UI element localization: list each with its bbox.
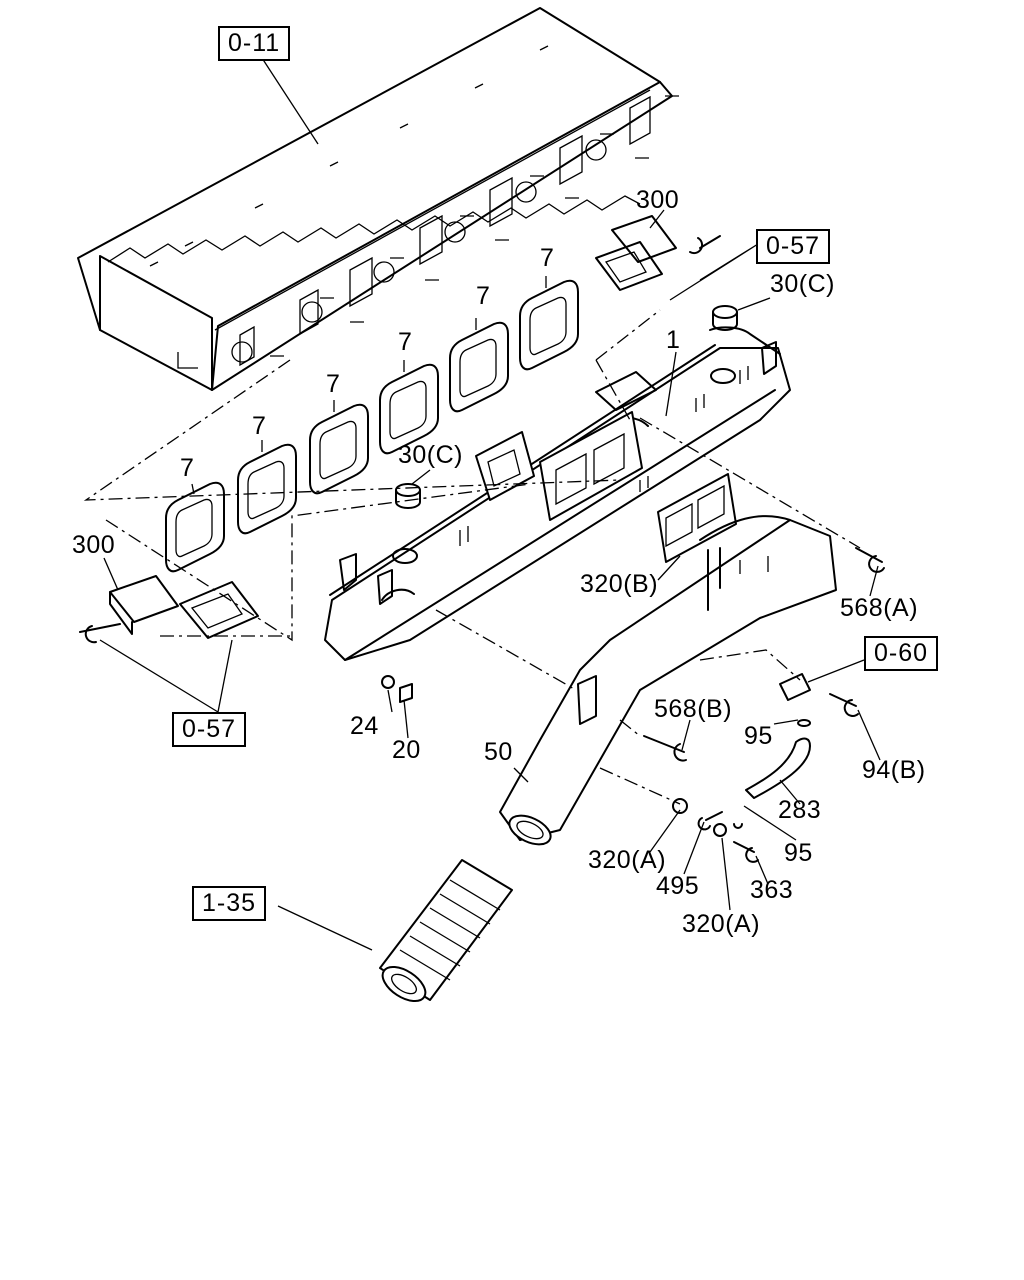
label-7: 7 xyxy=(476,282,491,310)
label-7: 7 xyxy=(398,328,413,356)
flex-bellows xyxy=(379,859,513,1003)
label-7: 7 xyxy=(540,244,555,272)
label-568b: 568(B) xyxy=(654,695,733,723)
leader-lines xyxy=(99,57,881,951)
gaskets-7 xyxy=(165,279,579,573)
label-320a-left: 320(A) xyxy=(588,846,667,874)
exhaust-manifold-1 xyxy=(324,305,791,661)
label-94b: 94(B) xyxy=(862,756,926,784)
assembly-lines xyxy=(83,309,861,805)
label-24: 24 xyxy=(350,712,379,740)
label-30c-left: 30(C) xyxy=(398,441,464,469)
exhaust-pipe-50 xyxy=(499,515,837,846)
label-283: 283 xyxy=(778,796,822,824)
ref-box-0-11: 0-11 xyxy=(218,26,291,61)
ref-box-0-60: 0-60 xyxy=(864,636,939,671)
label-495: 495 xyxy=(656,872,700,900)
label-1: 1 xyxy=(666,326,681,354)
ref-box-0-57-top: 0-57 xyxy=(756,229,831,264)
label-20: 20 xyxy=(392,736,421,764)
label-7: 7 xyxy=(180,454,195,482)
label-300-left: 300 xyxy=(72,531,116,559)
label-7: 7 xyxy=(326,370,341,398)
ref-box-0-57-left: 0-57 xyxy=(172,712,247,747)
label-300-top: 300 xyxy=(636,186,680,214)
label-568a: 568(A) xyxy=(840,594,919,622)
cylinder-head xyxy=(77,7,679,391)
label-95-upper: 95 xyxy=(744,722,773,750)
label-30c-right: 30(C) xyxy=(770,270,836,298)
cover-plates-300 xyxy=(79,215,721,644)
label-320a-bottom: 320(A) xyxy=(682,910,761,938)
fasteners xyxy=(381,547,885,863)
gasket-320b xyxy=(657,473,737,563)
label-320b: 320(B) xyxy=(580,570,659,598)
label-7: 7 xyxy=(252,412,267,440)
label-363: 363 xyxy=(750,876,794,904)
label-50: 50 xyxy=(484,738,513,766)
label-95-lower: 95 xyxy=(784,839,813,867)
ref-box-1-35: 1-35 xyxy=(192,886,267,921)
